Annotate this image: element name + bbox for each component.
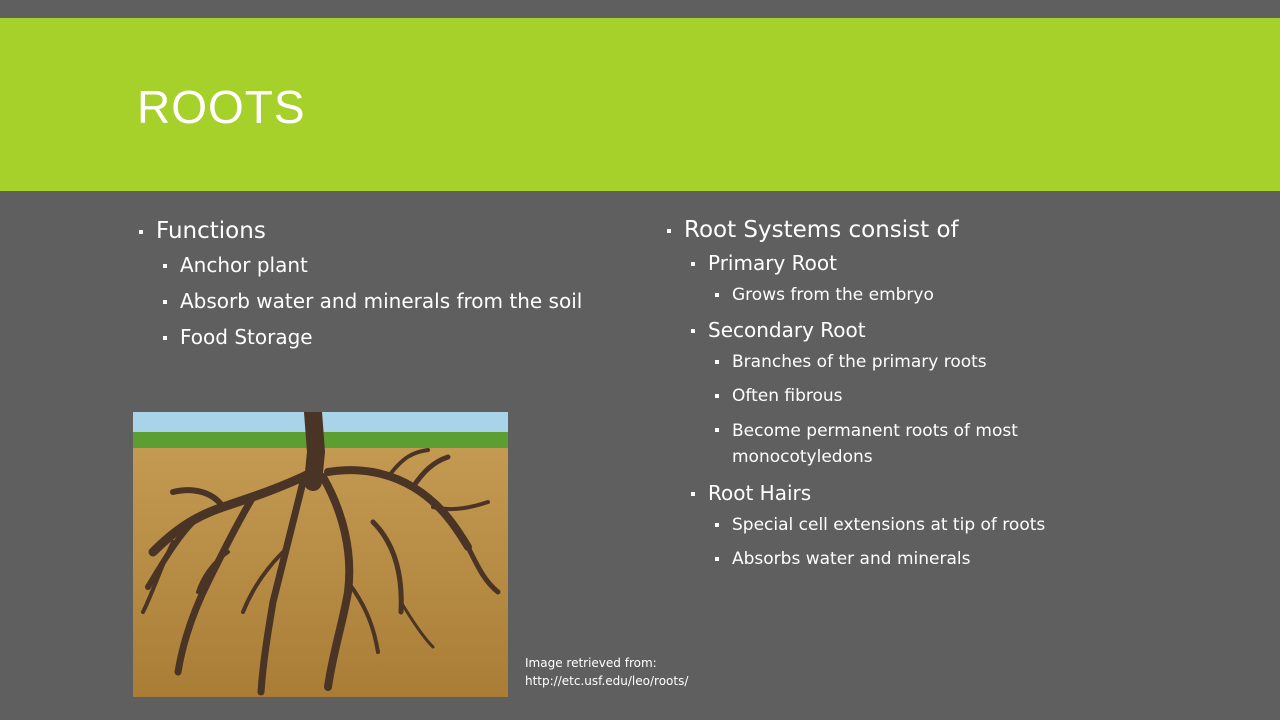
- roots-illustration: [133, 412, 508, 697]
- functions-list: Anchor plant Absorb water and minerals f…: [160, 252, 596, 351]
- image-credit: Image retrieved from: http://etc.usf.edu…: [525, 654, 725, 690]
- root-systems-list: Primary Root Grows from the embryo Secon…: [688, 250, 1134, 571]
- group-primary-root: Primary Root Grows from the embryo: [688, 250, 1134, 307]
- group-label: Root Hairs: [708, 481, 812, 505]
- list-item: Grows from the embryo: [712, 283, 1134, 307]
- list-item: Absorb water and minerals from the soil: [160, 288, 596, 315]
- group-secondary-root: Secondary Root Branches of the primary r…: [688, 317, 1134, 470]
- root-systems-column: Root Systems consist of Primary Root Gro…: [664, 215, 1134, 581]
- list-item: Anchor plant: [160, 252, 596, 279]
- functions-column: Functions Anchor plant Absorb water and …: [136, 216, 596, 360]
- roots-image: [133, 412, 508, 697]
- list-item: Special cell extensions at tip of roots: [712, 513, 1134, 537]
- title-band: [0, 18, 1280, 191]
- credit-url: http://etc.usf.edu/leo/roots/: [525, 674, 689, 688]
- list-item: Branches of the primary roots: [712, 350, 1134, 374]
- group-label: Primary Root: [708, 251, 837, 275]
- list-item: Absorbs water and minerals: [712, 547, 1134, 571]
- list-item: Become permanent roots of most monocotyl…: [712, 418, 1134, 470]
- functions-heading: Functions: [136, 216, 596, 246]
- group-label: Secondary Root: [708, 318, 866, 342]
- credit-line: Image retrieved from:: [525, 656, 657, 670]
- root-systems-heading: Root Systems consist of: [664, 215, 1134, 245]
- list-item: Often fibrous: [712, 384, 1134, 408]
- slide-title: ROOTS: [137, 81, 306, 133]
- group-root-hairs: Root Hairs Special cell extensions at ti…: [688, 480, 1134, 571]
- list-item: Food Storage: [160, 324, 596, 351]
